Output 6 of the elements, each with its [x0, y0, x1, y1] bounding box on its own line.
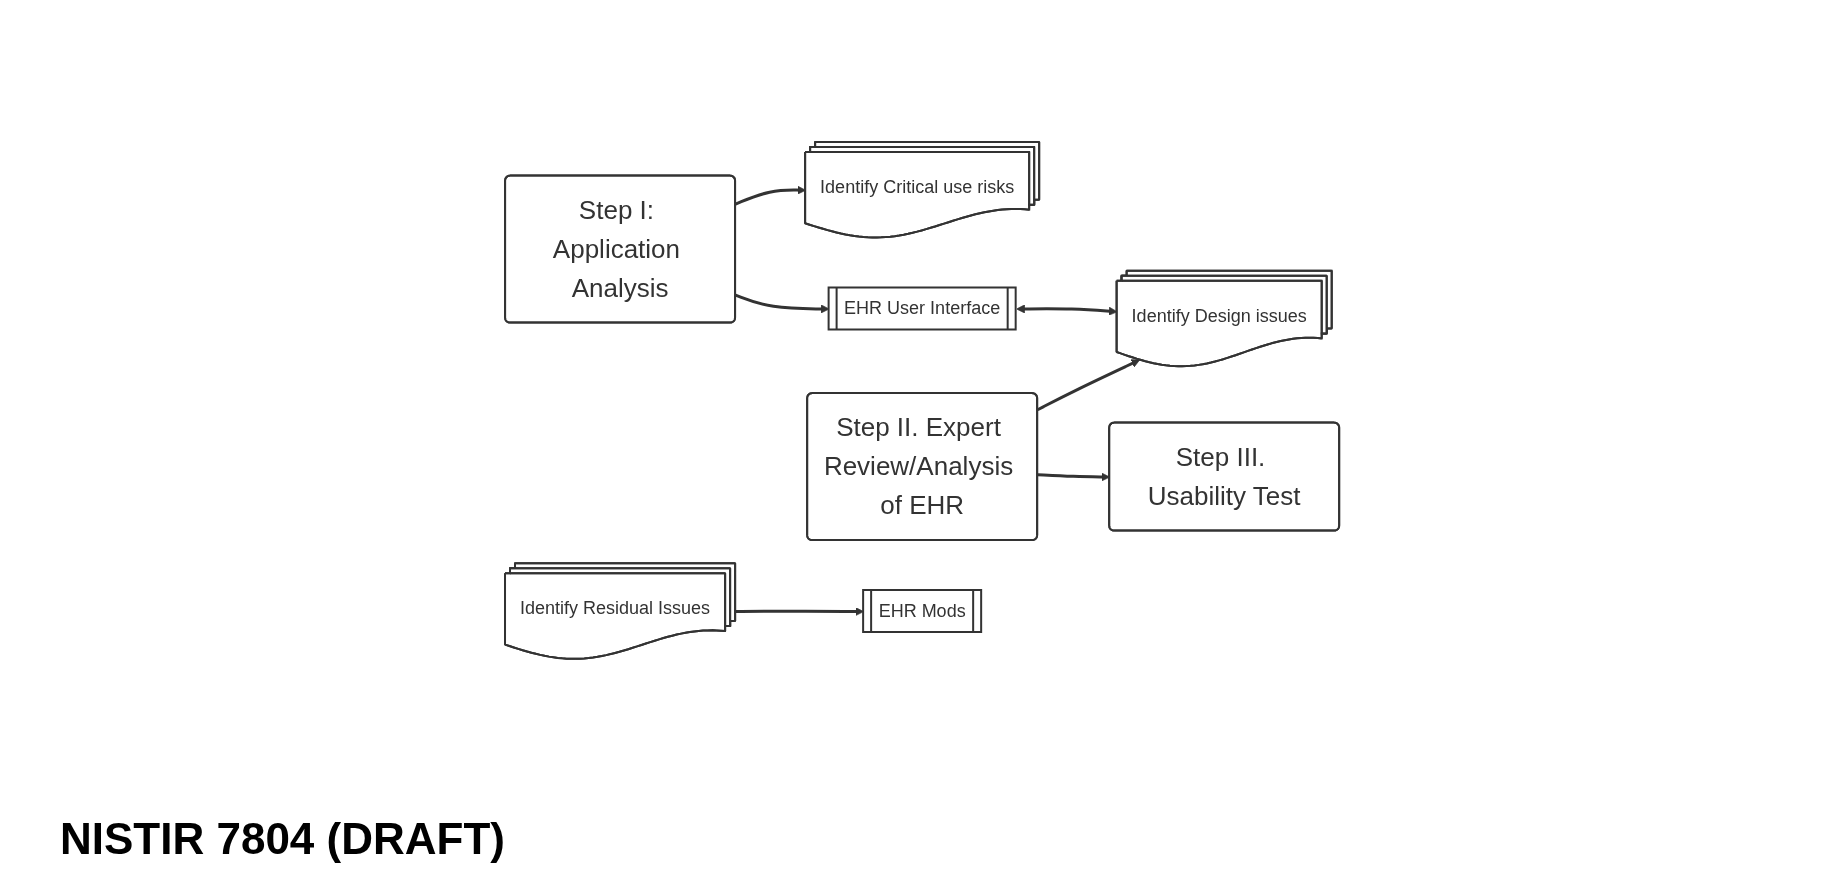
arrow — [1037, 358, 1141, 411]
arrow — [1016, 304, 1118, 316]
arrow — [735, 293, 830, 313]
arrow — [735, 185, 807, 206]
arrow — [736, 606, 865, 616]
figure-label: NISTIR 7804 (DRAFT) — [60, 814, 505, 864]
